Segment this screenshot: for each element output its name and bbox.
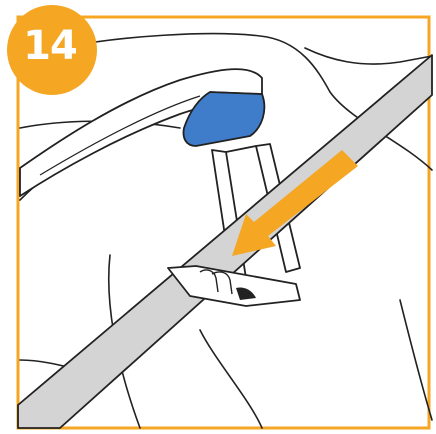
step-badge: 14 <box>0 0 100 100</box>
arrow-down-left-icon <box>232 150 358 256</box>
step-number: 14 <box>10 22 90 70</box>
